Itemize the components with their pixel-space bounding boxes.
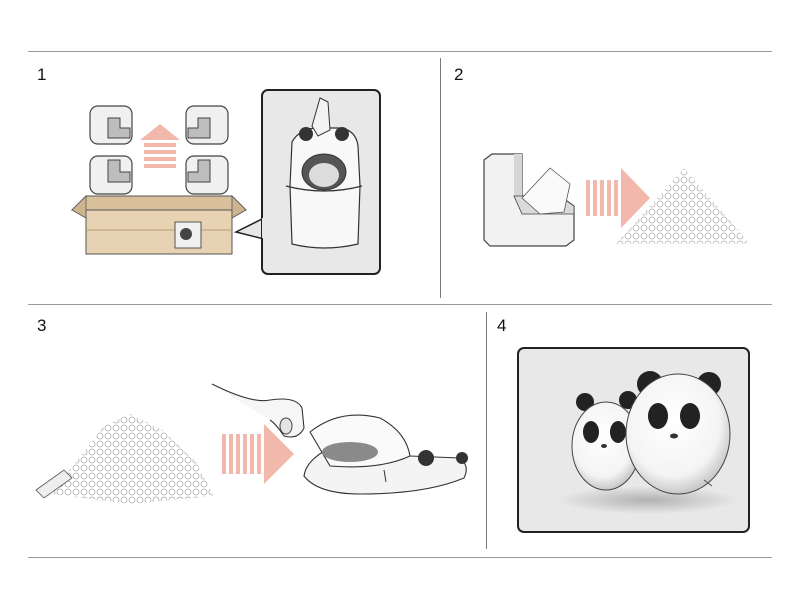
step-number-3: 3: [37, 316, 47, 335]
step-2-illustration: [483, 153, 750, 247]
hand-icon: [211, 383, 305, 438]
foam-pile: [616, 168, 750, 244]
step-number-2: 2: [454, 65, 464, 84]
panda-plush-large: [625, 371, 731, 495]
arrow-right-icon: [222, 424, 294, 484]
corner-guard-bottom-right: [185, 155, 229, 195]
corner-guard-bottom-left: [89, 155, 133, 195]
arrow-right-icon: [586, 168, 650, 228]
panel-divider-vertical-bottom: [486, 312, 487, 549]
corner-guard-top-right: [185, 105, 229, 145]
open-plush-cover: [303, 414, 468, 495]
callout-frame: [233, 89, 381, 275]
arrow-up-icon: [140, 124, 180, 168]
corner-guard-top-left: [89, 105, 133, 145]
panel-divider-vertical-top: [440, 58, 441, 298]
panel-divider-horizontal: [28, 304, 772, 305]
foam-pile-large: [35, 414, 214, 504]
step-4-illustration: [517, 347, 750, 533]
step-number-4: 4: [497, 316, 507, 335]
step-number-1: 1: [37, 65, 47, 84]
step-3-illustration: [35, 383, 468, 504]
corner-guard-block: [483, 153, 575, 247]
cardboard-box: [70, 195, 248, 255]
step-1-illustration: [70, 89, 381, 275]
instruction-sheet: [28, 51, 772, 558]
